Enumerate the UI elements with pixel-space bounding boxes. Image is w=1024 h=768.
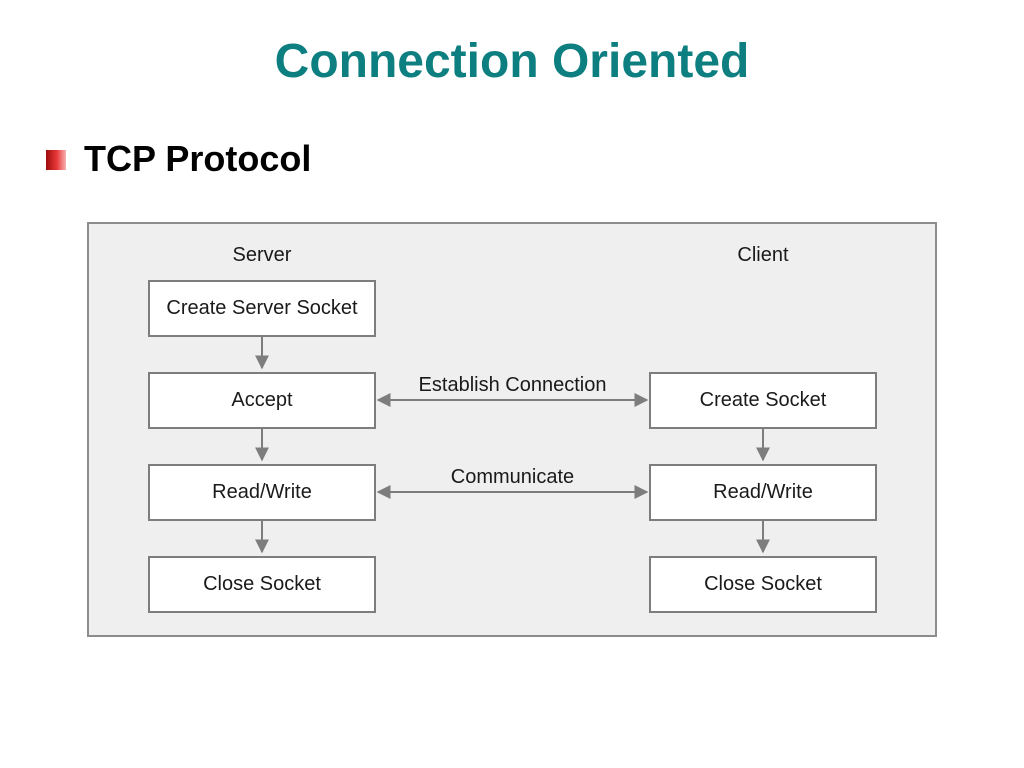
bullet-text: TCP Protocol <box>84 138 312 179</box>
client-create-socket-box: Create Socket <box>649 372 877 429</box>
server-close-socket-box: Close Socket <box>148 556 376 613</box>
client-label: Client <box>737 244 789 266</box>
communicate-label: Communicate <box>450 466 575 488</box>
client-read-write-box: Read/Write <box>649 464 877 521</box>
server-create-socket-box: Create Server Socket <box>148 280 376 337</box>
tcp-flow-diagram: Server Client Create Server Socket Accep… <box>87 222 937 637</box>
server-label: Server <box>232 244 292 266</box>
page-title: Connection Oriented <box>274 35 750 88</box>
arrows-layer <box>255 337 770 554</box>
server-read-write-box: Read/Write <box>148 464 376 521</box>
square-bullet-icon <box>46 150 66 170</box>
establish-connection-label: Establish Connection <box>418 374 607 396</box>
server-accept-box: Accept <box>148 372 376 429</box>
client-close-socket-box: Close Socket <box>649 556 877 613</box>
